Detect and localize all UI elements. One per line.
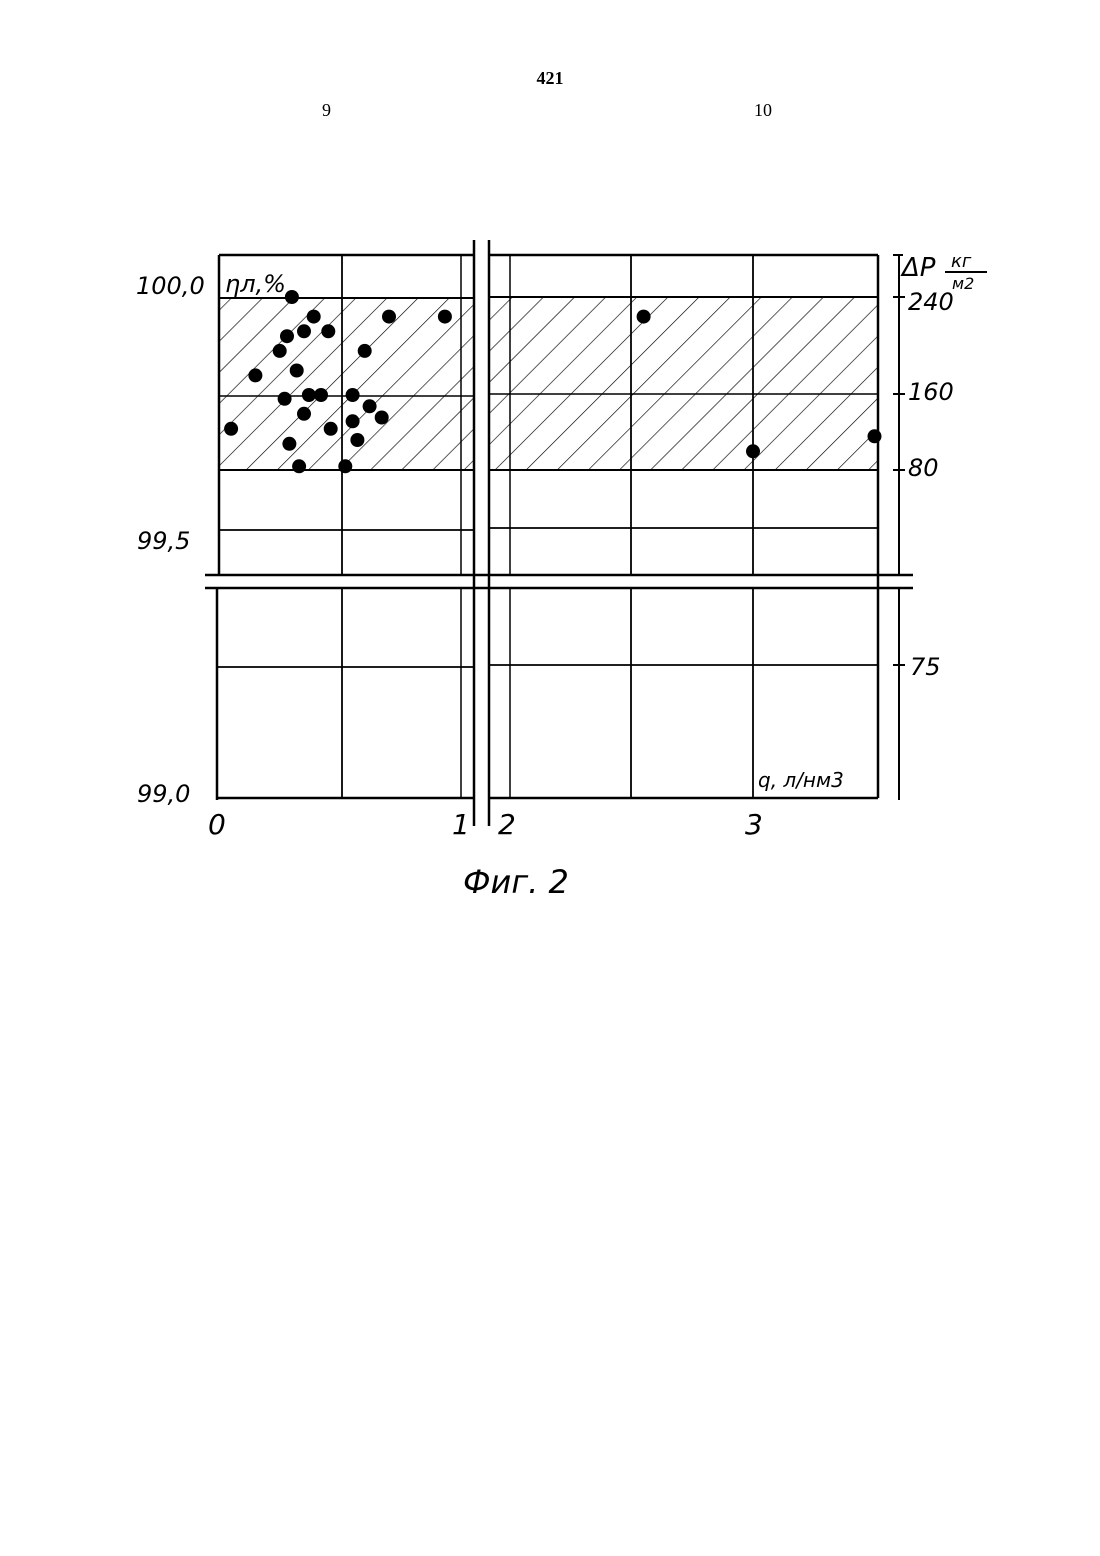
y2-tick-label: 75 [910, 653, 941, 681]
data-point [746, 444, 760, 458]
data-point [382, 310, 396, 324]
data-point [307, 310, 321, 324]
data-point [282, 437, 296, 451]
data-point [346, 414, 360, 428]
data-point [280, 329, 294, 343]
data-point [314, 388, 328, 402]
x-tick-label: 0 [208, 808, 226, 841]
y2-axis-label: ΔP [900, 253, 936, 283]
data-point [346, 388, 360, 402]
y-tick-label: 99,0 [137, 780, 190, 808]
data-point [321, 324, 335, 338]
data-point [273, 344, 287, 358]
shaded-band [219, 297, 878, 470]
y2-unit-numerator: кг [951, 251, 972, 272]
y-axis-label: ηл,% [225, 270, 286, 298]
y-tick-label: 100,0 [136, 272, 205, 300]
data-point [224, 422, 238, 436]
data-point [637, 310, 651, 324]
data-point [375, 411, 389, 425]
data-point [248, 368, 262, 382]
data-point [438, 310, 452, 324]
y2-tick-label: 160 [908, 378, 954, 406]
y2-tick-label: 240 [908, 288, 954, 316]
x-tick-label: 2 [498, 808, 516, 841]
data-point [290, 364, 304, 378]
x-axis-label: q, л/нм3 [758, 768, 844, 792]
data-point [358, 344, 372, 358]
data-point [350, 433, 364, 447]
data-point [285, 290, 299, 304]
data-point [324, 422, 338, 436]
y-tick-label: 99,5 [137, 527, 190, 555]
data-point [338, 459, 352, 473]
figure-caption: Фиг. 2 [463, 863, 569, 901]
data-point [292, 459, 306, 473]
data-point [363, 399, 377, 413]
y2-tick-label: 80 [908, 454, 939, 482]
y2-unit-denominator: м2 [952, 274, 974, 293]
data-point [868, 429, 882, 443]
data-point [302, 388, 316, 402]
data-point [278, 392, 292, 406]
x-tick-label: 1 [452, 808, 470, 841]
x-tick-label: 3 [745, 808, 763, 841]
data-point [297, 324, 311, 338]
data-point [297, 407, 311, 421]
